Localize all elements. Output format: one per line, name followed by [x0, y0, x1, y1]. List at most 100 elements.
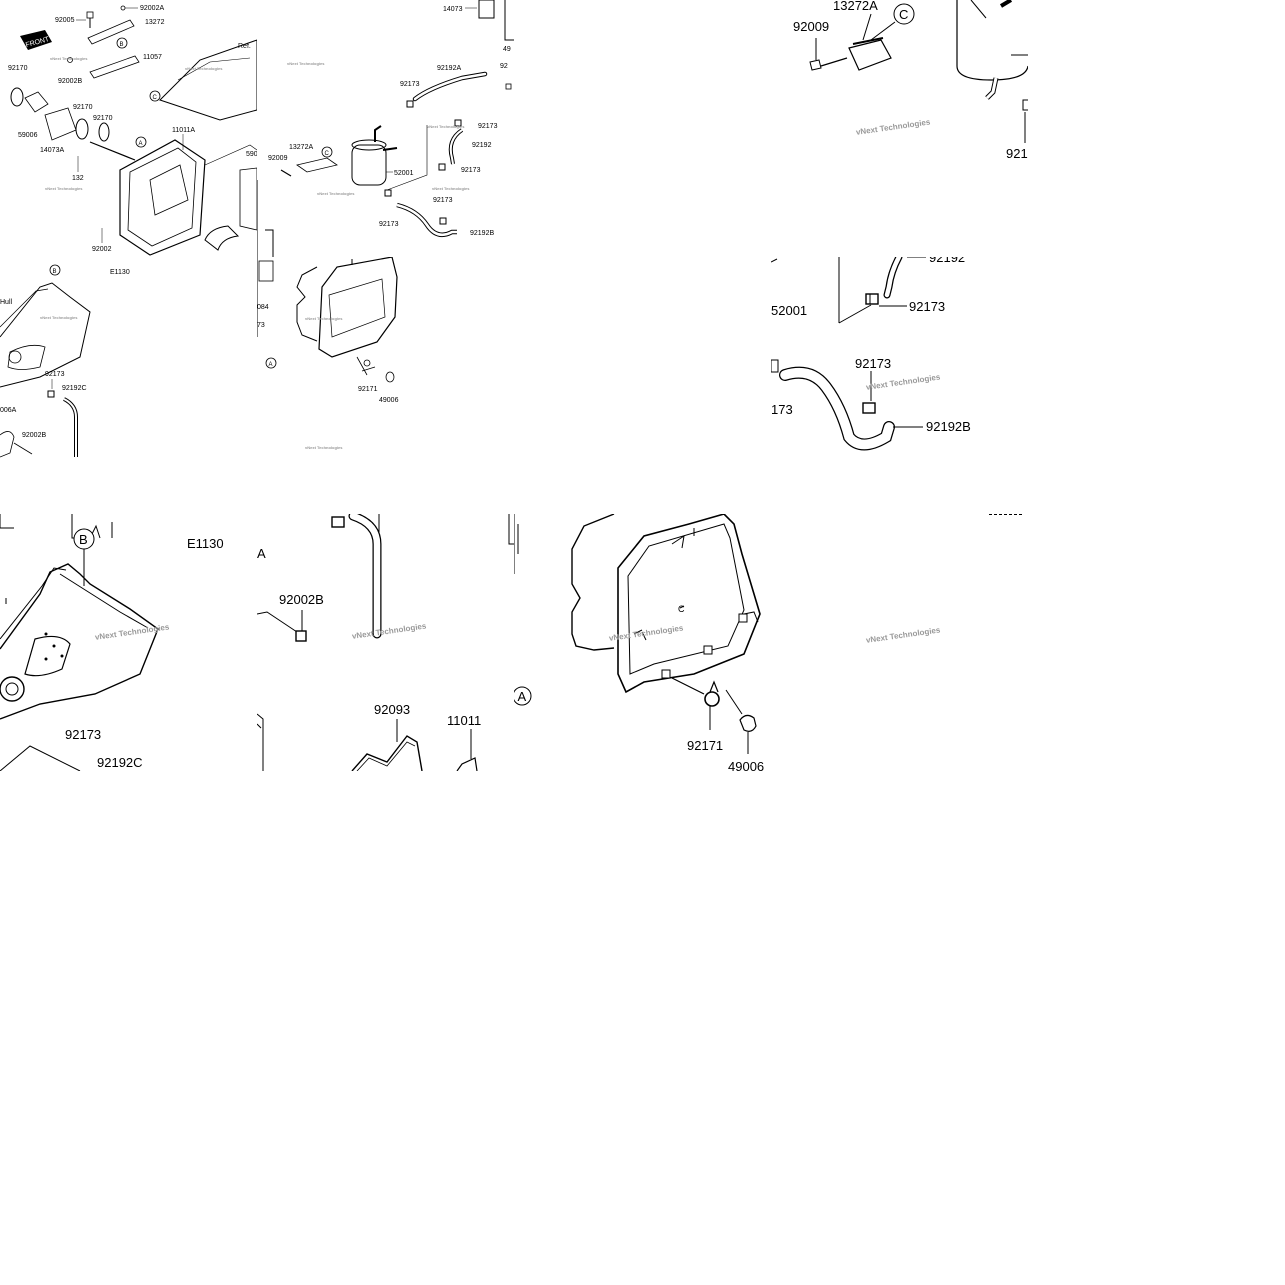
- ref-label: Ref.: [238, 43, 251, 50]
- zoom-part-49006: 49006: [728, 759, 764, 771]
- part-92173-d: 92173: [433, 197, 453, 204]
- part-49: 49: [503, 46, 511, 53]
- part-92192B: 92192B: [470, 230, 494, 237]
- zoom-part-92173-b: 92173: [855, 356, 891, 371]
- overview-cover-panel: 084 73 A 92171 49006 vNext Technologies …: [257, 257, 514, 514]
- part-92173-a: 92173: [400, 81, 420, 88]
- zoom-blank-drawing: vNext Technologies: [865, 514, 1023, 645]
- callout-b: B: [120, 42, 124, 48]
- part-006A: 006A: [0, 407, 17, 414]
- zoom-bracket-panel: 13272A C 92009 921 vNext Technologies: [771, 0, 1028, 257]
- part-132: 132: [72, 175, 84, 182]
- part-92-top: 92: [500, 63, 508, 70]
- part-92170-c: 92170: [93, 115, 113, 122]
- watermark-6: vNext Technologies: [432, 186, 470, 191]
- part-92170-b: 92170: [73, 104, 93, 111]
- part-92173-b: 92173: [478, 123, 498, 130]
- zoom-bracket-drawing: 13272A C 92009 921 vNext Technologies: [793, 0, 1028, 161]
- zoom-cover-panel: A C 92171 49006 vNext: [514, 514, 771, 771]
- zoom-part-e1130: E1130: [187, 536, 224, 551]
- callout-c: C: [153, 95, 158, 101]
- part-92005: 92005: [55, 17, 75, 24]
- zoom-part-92093: 92093: [374, 702, 410, 717]
- zoom-callout-a-text: A: [257, 546, 266, 561]
- zoom-watermark-6: vNext Technologies: [865, 625, 941, 644]
- zoom-part-92009: 92009: [793, 19, 829, 34]
- part-92192A: 92192A: [437, 65, 461, 72]
- zoom-part-921: 921: [1006, 146, 1028, 161]
- watermark-4: vNext Technologies: [287, 61, 325, 66]
- zoom-hull-drawing: B E1130 92173 92192C vNext Technologies: [0, 514, 224, 771]
- zoom-part-173: 173: [771, 402, 793, 417]
- svg-text:B: B: [53, 269, 57, 275]
- zoom-callout-a: A: [518, 689, 527, 704]
- zoom-part-13272A: 13272A: [833, 0, 878, 13]
- watermark-8: vNext Technologies: [40, 315, 78, 320]
- part-52001: 52001: [394, 170, 414, 177]
- part-92173-c: 92173: [461, 167, 481, 174]
- part-92002: 92002: [92, 246, 112, 253]
- part-13272A: 13272A: [289, 144, 313, 151]
- zoom-part-11011: 11011: [447, 713, 481, 728]
- front-arrow-icon: FRONT: [20, 30, 52, 50]
- zoom-hose-panel: 92192 92173 52001 173 92173 92192B vNext…: [771, 257, 1028, 514]
- part-92002B-b: 92002B: [22, 432, 46, 439]
- clamp-icon: [865, 293, 879, 305]
- watermark-7: vNext Technologies: [427, 124, 465, 129]
- zoom-gasket-panel: A 92002B 92093 11011 vNext Technologies: [257, 514, 514, 771]
- part-49006: 49006: [379, 397, 399, 404]
- watermark-10: vNext Technologies: [305, 445, 343, 450]
- zoom-callout-b: B: [79, 532, 88, 547]
- zoom-gasket-drawing: A 92002B 92093 11011 vNext Technologies: [257, 514, 514, 771]
- overview-middle-drawing: 14073 49 92 92173 92192A 52001 13272A C: [257, 0, 514, 257]
- zoom-part-92192B: 92192B: [926, 419, 971, 434]
- overview-cover-drawing: 084 73 A 92171 49006 vNext Technologies …: [257, 257, 399, 450]
- part-92171: 92171: [358, 386, 378, 393]
- zoom-watermark-1: vNext Technologies: [855, 117, 931, 136]
- part-92002B: 92002B: [58, 78, 82, 85]
- part-11057: 11057: [143, 54, 162, 61]
- zoom-hull-panel: B E1130 92173 92192C vNext Technologies: [0, 514, 257, 771]
- part-14073A: 14073A: [40, 147, 64, 154]
- svg-text:A: A: [269, 362, 273, 368]
- watermark-3: vNext Technologies: [185, 66, 223, 71]
- zoom-part-92173: 92173: [65, 727, 101, 742]
- part-92009: 92009: [268, 155, 288, 162]
- hull-label: Hull: [0, 299, 13, 306]
- part-92173-e: 92173: [379, 221, 399, 228]
- watermark-1: vNext Technologies: [50, 56, 88, 61]
- part-59006: 59006: [18, 132, 38, 139]
- part-92192C: 92192C: [62, 385, 87, 392]
- watermark-2: vNext Technologies: [45, 186, 83, 191]
- callout-a: A: [139, 141, 143, 147]
- zoom-part-52001: 52001: [771, 303, 807, 318]
- zoom-hose-drawing: 92192 92173 52001 173 92173 92192B vNext…: [771, 257, 971, 451]
- overview-hull-panel: B E1130 Hull 92173 92192C 006A 92002B vN…: [0, 257, 257, 514]
- svg-text:C: C: [678, 604, 685, 614]
- zoom-watermark-4: vNext Technologies: [351, 621, 427, 640]
- zoom-part-92173-a: 92173: [909, 299, 945, 314]
- watermark-9: vNext Technologies: [305, 316, 343, 321]
- part-73: 73: [257, 322, 265, 329]
- part-92170-a: 92170: [8, 65, 28, 72]
- part-084: 084: [257, 304, 269, 311]
- part-590: 590: [246, 151, 257, 158]
- part-92192: 92192: [472, 142, 492, 149]
- part-92173-f: 92173: [45, 371, 65, 378]
- overview-left-panel: FRONT 92005 92002A 13272 B 11057 92170 9…: [0, 0, 257, 257]
- overview-left-drawing: FRONT 92005 92002A 13272 B 11057 92170 9…: [8, 5, 257, 256]
- zoom-watermark-2: vNext Technologies: [865, 372, 941, 391]
- part-92002A: 92002A: [140, 5, 164, 12]
- zoom-part-92192: 92192: [929, 257, 965, 265]
- part-e1130: E1130: [110, 269, 130, 276]
- overview-middle-panel: 14073 49 92 92173 92192A 52001 13272A C: [257, 0, 514, 257]
- zoom-watermark-5: vNext Technologies: [608, 623, 684, 642]
- svg-text:C: C: [325, 151, 330, 157]
- zoom-part-92192C: 92192C: [97, 755, 143, 770]
- zoom-part-92002B: 92002B: [279, 592, 324, 607]
- watermark-5: vNext Technologies: [317, 191, 355, 196]
- part-14073: 14073: [443, 6, 463, 13]
- zoom-cover-drawing: A C 92171 49006 vNext: [514, 514, 764, 771]
- overview-hull-drawing: B E1130 Hull 92173 92192C 006A 92002B vN…: [0, 264, 130, 458]
